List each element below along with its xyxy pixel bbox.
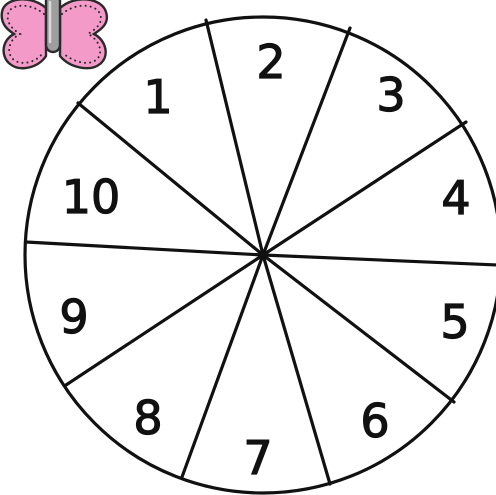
section-label-10: 10 xyxy=(62,170,121,224)
section-label-5: 5 xyxy=(440,295,469,349)
butterfly-body xyxy=(46,0,60,52)
section-label-4: 4 xyxy=(441,171,470,225)
section-label-7: 7 xyxy=(243,431,272,485)
section-label-9: 9 xyxy=(59,290,88,344)
section-label-1: 1 xyxy=(143,70,172,124)
butterfly-right-wing xyxy=(60,0,107,68)
section-label-2: 2 xyxy=(256,35,285,89)
section-label-3: 3 xyxy=(376,68,405,122)
section-label-6: 6 xyxy=(360,394,389,448)
butterfly-icon xyxy=(2,0,107,68)
spinner-wheel[interactable]: 1 2 3 4 5 6 7 8 9 10 xyxy=(25,17,496,493)
section-label-8: 8 xyxy=(133,391,162,445)
